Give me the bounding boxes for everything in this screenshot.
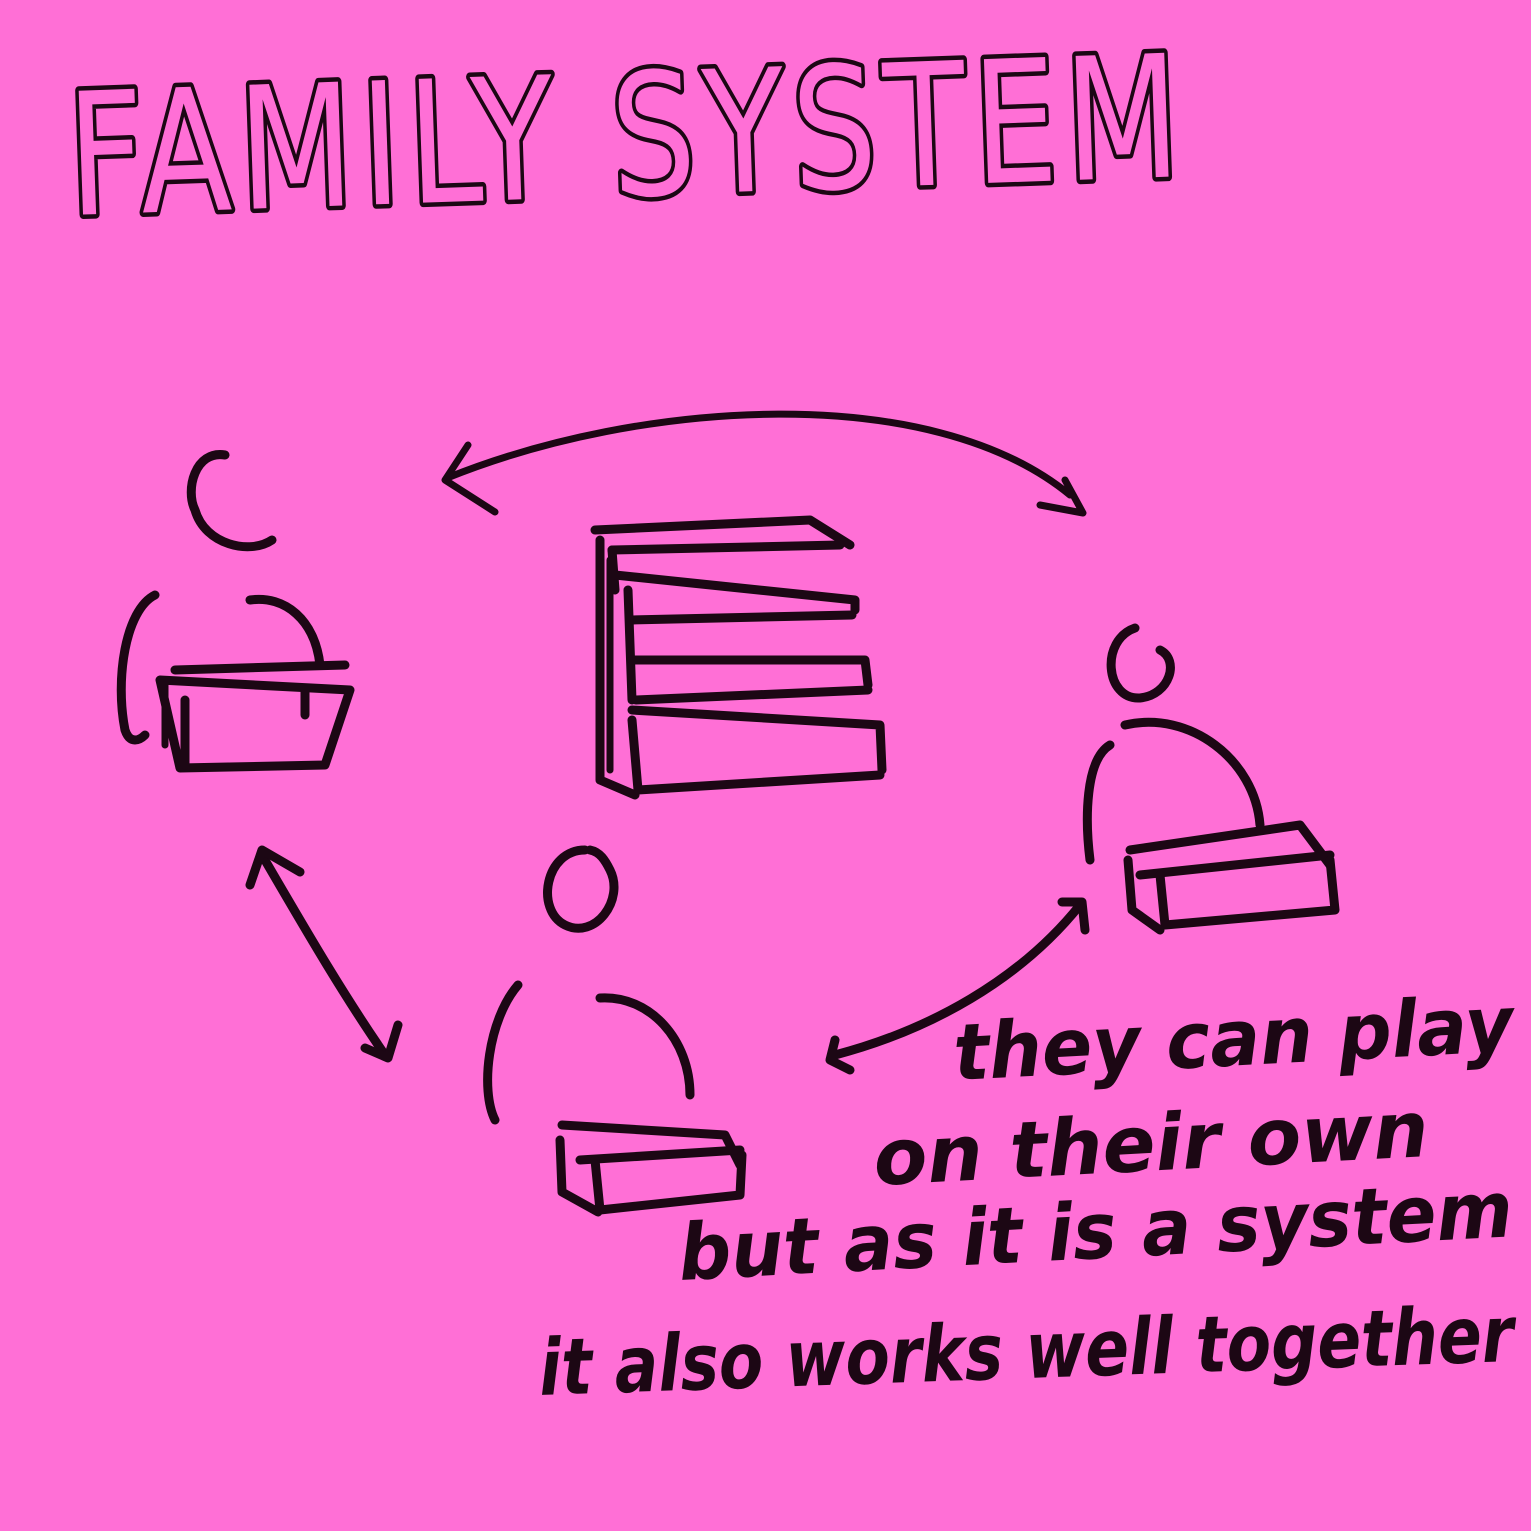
arrow-left [245, 845, 403, 1063]
person-right [1082, 623, 1340, 935]
person-arm-right [595, 993, 695, 1100]
person-arm-left [483, 980, 523, 1125]
person-arm-right [245, 594, 325, 670]
person-arm-left [116, 590, 160, 745]
note: they can play on their own but as it is … [538, 980, 1519, 1414]
stacked-blocks [590, 515, 887, 800]
person-bottom-middle [483, 845, 747, 1217]
person-top-left [116, 450, 355, 773]
note-line-1: they can play [951, 980, 1518, 1099]
title-group: FAMILY SYSTEM [60, 15, 1195, 261]
toy-block [155, 660, 355, 773]
toy-block [555, 1120, 747, 1217]
page-title: FAMILY SYSTEM [65, 19, 1191, 256]
person-body [1082, 740, 1115, 865]
toy-block [1123, 820, 1340, 935]
person-head [543, 845, 619, 933]
arrow-bottom-right [825, 897, 1090, 1075]
arrow-top [441, 410, 1087, 517]
person-head [1106, 623, 1175, 703]
person-head [186, 450, 277, 552]
note-line-4: it also works well together [538, 1290, 1519, 1414]
